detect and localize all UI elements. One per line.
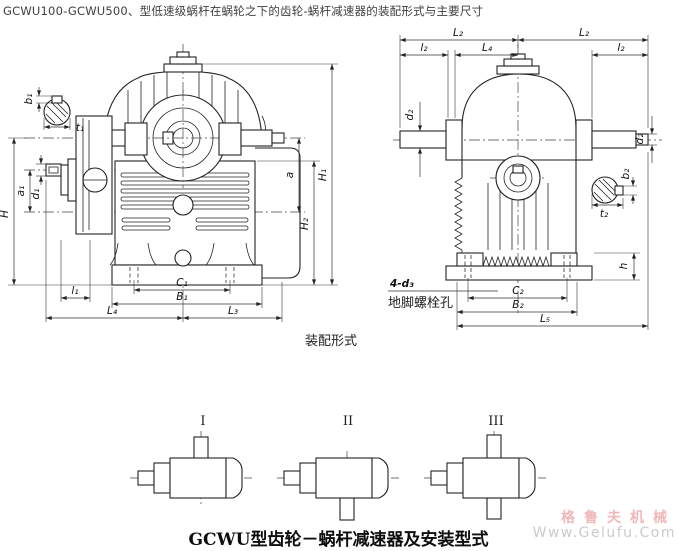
dim-B1: B₁ <box>176 291 187 303</box>
worm-boss-circle <box>172 194 194 216</box>
front-view-caption: 装配形式 <box>305 334 357 349</box>
dim-h: h <box>618 263 630 270</box>
key-detail-b2 <box>591 176 624 204</box>
dim-B2: B₂ <box>512 299 524 311</box>
dim-L2-left: L₂ <box>453 28 464 39</box>
worm-shaft <box>399 119 649 161</box>
dim-L2-right: L₂ <box>579 28 590 39</box>
page-title: GCWU100-GCWU500、型低速级蜗杆在蜗轮之下的齿轮-蜗杆减速器的装配形… <box>3 4 484 18</box>
dim-H1: H₁ <box>317 169 329 181</box>
input-shaft <box>45 163 62 177</box>
side-cover <box>255 147 301 279</box>
output-shaft-boss <box>495 155 541 201</box>
dim-b1: b₁ <box>23 94 35 105</box>
dim-a1: a₁ <box>15 186 27 197</box>
foundation-bolt-holes-front <box>129 267 235 283</box>
dim-L4: L₄ <box>107 305 118 317</box>
foundation-bolt-holes-side <box>464 255 571 278</box>
dim-d2-left: d₂ <box>404 109 416 121</box>
watermark-brand: 格鲁夫机械 <box>561 510 676 526</box>
top-cap <box>163 63 203 73</box>
base-hole-circle <box>174 249 192 267</box>
bottom-fins <box>482 255 550 268</box>
dim-d2-right: d₂ <box>634 133 646 145</box>
dim-d1: d₁ <box>30 189 42 200</box>
mount-type-1: I <box>130 414 252 507</box>
mount-type-3-label: III <box>488 414 503 429</box>
dim-L4-side: L₄ <box>482 42 493 54</box>
dim-C2: C₂ <box>512 285 524 297</box>
dim-H: H <box>0 210 11 218</box>
base-side <box>445 252 593 281</box>
drawing-title: GCWU型齿轮－蜗杆减速器及安装型式 <box>188 530 489 550</box>
dim-H2: H₂ <box>299 217 311 230</box>
side-view-dimensions: L₂ L₂ l₂ L₄ l₂ d₂ <box>388 28 657 330</box>
key-detail-b1 <box>43 95 71 126</box>
mount-type-3: III <box>424 414 546 521</box>
dim-t1: t₁ <box>76 122 84 134</box>
bolt-note-label: 地脚螺栓孔 <box>388 295 453 311</box>
mount-type-2: II <box>277 414 399 522</box>
side-view: L₂ L₂ l₂ L₄ l₂ d₂ <box>388 28 662 330</box>
dim-l2-right: l₂ <box>617 42 625 54</box>
watermark: 格鲁夫机械 Www.Gelufu.Com <box>532 510 676 542</box>
dim-b2: b₂ <box>620 168 632 180</box>
mount-type-1-label: I <box>200 414 205 429</box>
dim-a: a <box>284 172 296 178</box>
mount-type-2-label: II <box>343 414 353 429</box>
watermark-url: Www.Gelufu.Com <box>532 525 676 542</box>
front-view-dimensions: b₁ t₁ a₁ d₁ H <box>0 63 338 322</box>
input-housing <box>45 115 113 235</box>
fin-edge-left <box>454 177 463 253</box>
bolt-note-dim: 4-d₃ <box>389 278 414 290</box>
dim-L3: L₃ <box>228 305 238 317</box>
dim-t2: t₂ <box>600 208 609 220</box>
dim-l2-left: l₂ <box>420 42 428 54</box>
assembly-drawing: b₁ t₁ a₁ d₁ H <box>0 28 662 349</box>
worm-wheel-boss <box>134 90 232 188</box>
front-view: b₁ t₁ a₁ d₁ H <box>0 44 357 349</box>
dim-l1: l₁ <box>71 285 78 297</box>
dim-C1: C₁ <box>176 277 188 289</box>
dim-L5: L₅ <box>540 313 550 325</box>
side-housing <box>454 53 577 253</box>
mounting-types-drawing: I II III <box>130 414 546 522</box>
